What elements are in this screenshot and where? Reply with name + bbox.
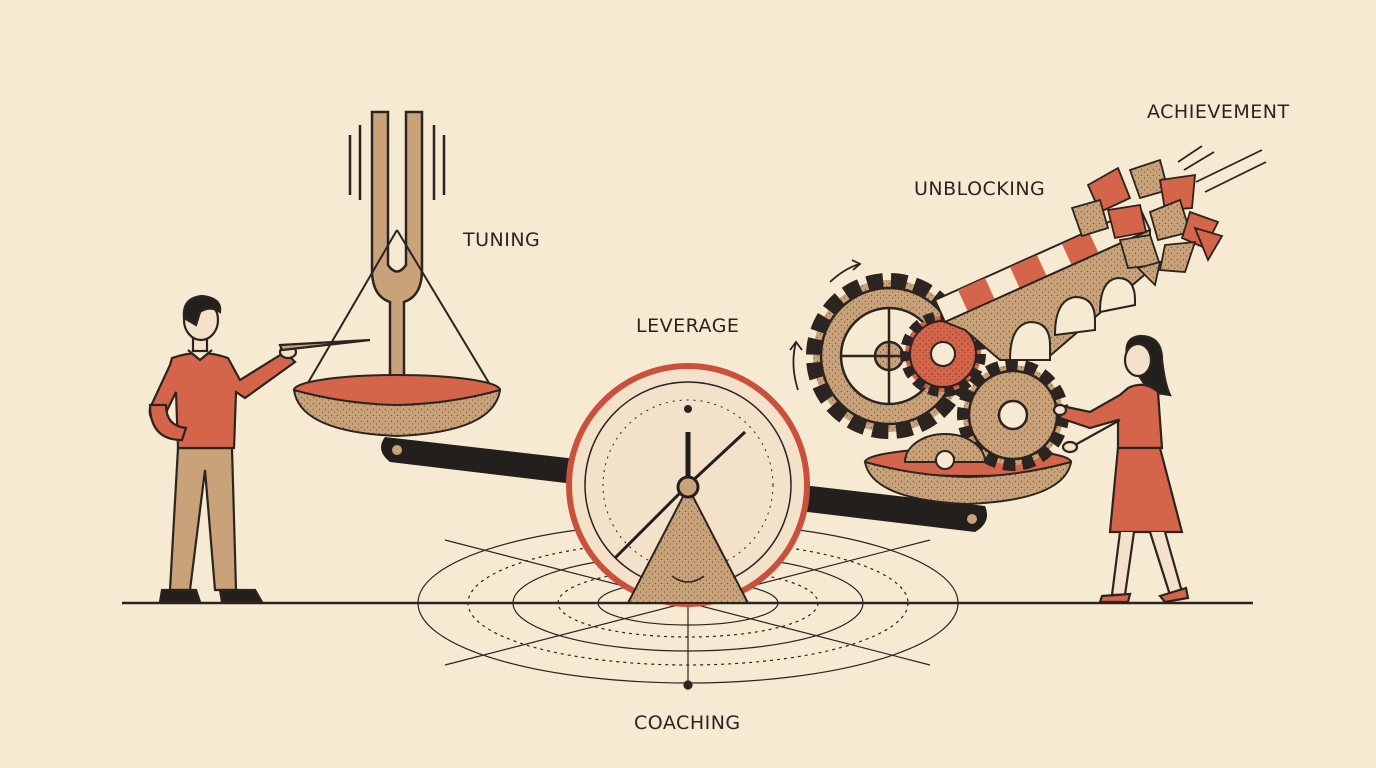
label-tuning: TUNING [463, 229, 541, 251]
bridge-ramp [933, 206, 1152, 361]
left-scale-pan [292, 229, 502, 438]
gear-red [900, 311, 986, 397]
man-figure [148, 294, 371, 604]
gear-medium [957, 359, 1069, 471]
label-unblocking: UNBLOCKING [914, 178, 1046, 200]
gear-small [903, 433, 987, 470]
fulcrum [626, 475, 750, 604]
label-achievement: ACHIEVEMENT [1147, 101, 1290, 123]
woman-figure [1052, 334, 1190, 604]
label-leverage: LEVERAGE [636, 315, 740, 337]
rotation-arrows [789, 259, 862, 391]
tuning-fork [348, 110, 446, 397]
label-coaching: COACHING [634, 712, 741, 734]
shattered-blocks [1070, 145, 1267, 287]
